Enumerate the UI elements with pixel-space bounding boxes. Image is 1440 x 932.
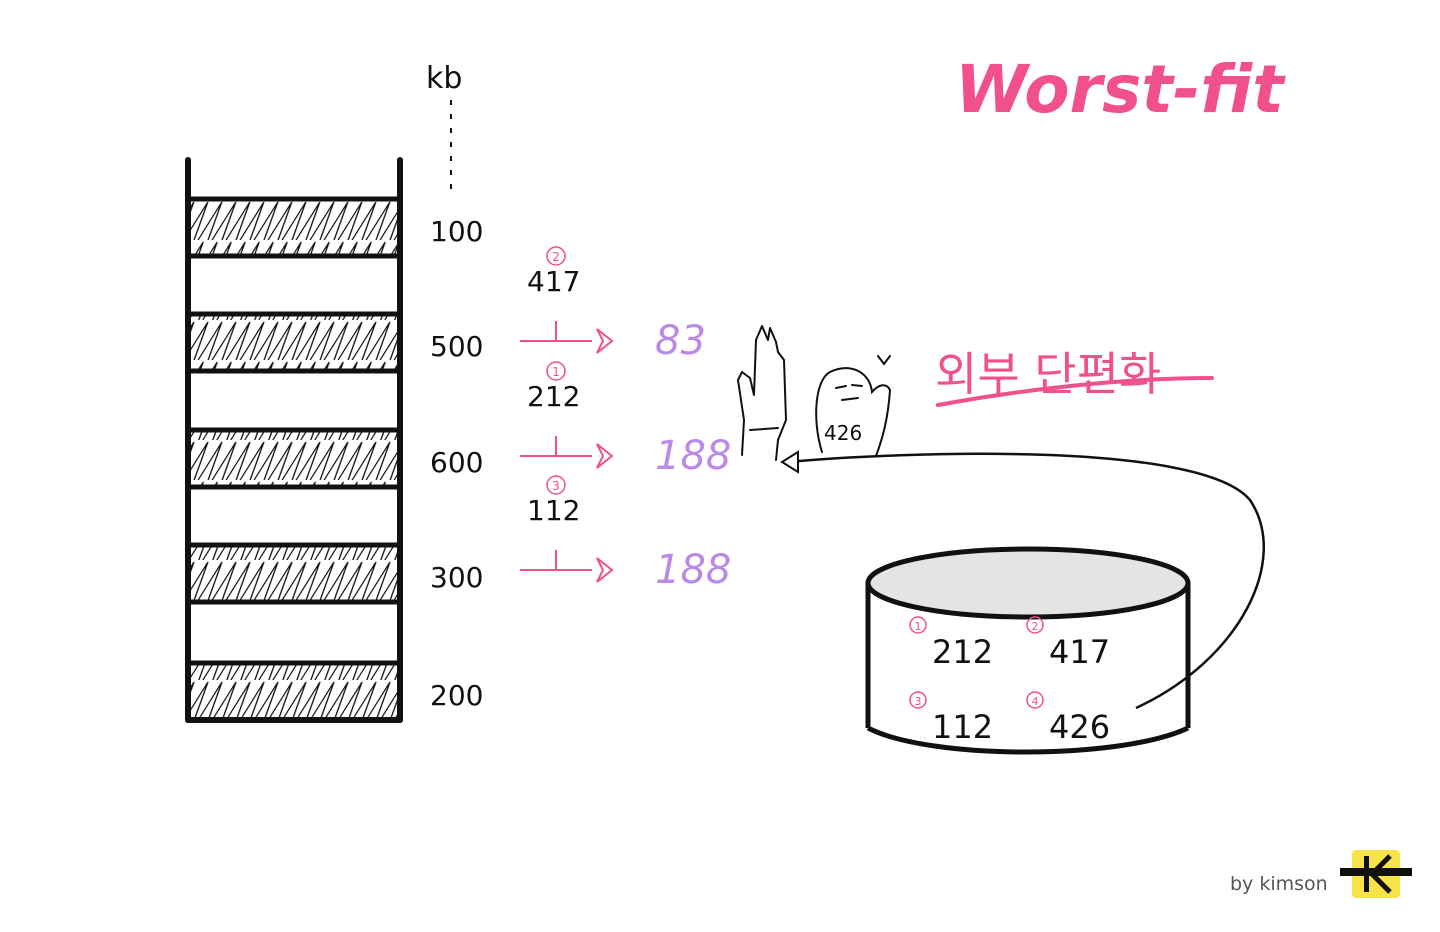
memory-blocks [188,196,400,723]
order-badge [1026,691,1044,709]
memory-block-sizes: 100 500 600 300 200 [430,215,483,712]
queue-process-size: 417 [1049,633,1110,671]
memory-block [188,660,400,723]
stop-hand-icon [737,325,787,461]
credit: by kimson [1230,873,1328,895]
memory-block-size: 200 [430,679,483,712]
queue-item: 4 426 [1026,691,1110,746]
queue-item: 2 417 [1026,616,1110,671]
process-queue-items: 1 212 2 417 3 112 4 426 [909,616,1110,746]
title: Worst-fit [955,51,1286,128]
order-badge [546,246,566,266]
process-size: 112 [527,494,580,527]
memory-block [188,542,400,605]
fragmentation-label: 외부 단편화 [935,347,1161,401]
queue-item: 3 112 [909,691,993,746]
kimson-logo [1340,850,1412,898]
queue-process-size: 212 [932,633,993,671]
process-queue-cylinder [865,546,1191,755]
queue-process-size: 112 [932,708,993,746]
process-size: 417 [527,265,580,298]
order-number: 2 [1032,620,1039,633]
memory-block-size: 100 [430,215,483,248]
order-badge [1026,616,1044,634]
memory-block-size: 600 [430,446,483,479]
order-number: 1 [915,620,922,633]
memory-block [188,427,400,490]
allocation-arrow [520,321,592,342]
process-size: 212 [527,380,580,413]
allocation-arrow [520,550,592,571]
memory-block-size: 300 [430,561,483,594]
memory-block [188,311,400,374]
order-number: 3 [915,695,922,708]
order-number: 1 [552,365,560,379]
memory-block-size: 500 [430,330,483,363]
memory-block [188,196,400,259]
rejected-arrow [787,452,1265,710]
order-number: 3 [552,479,560,493]
remaining-size: 83 [655,318,706,364]
queue-item: 1 212 [909,616,993,671]
rejected-arrow-head-icon [780,450,799,474]
remaining-size: 188 [655,433,731,479]
arrow-head-icon [596,443,614,469]
fragmentation-underline [936,376,1214,407]
order-number: 2 [552,250,560,264]
unit-label: kb [426,61,462,96]
allocation-arrow [520,436,592,457]
remaining-size: 188 [655,547,731,593]
blocked-process-character [815,355,892,457]
queue-process-size: 426 [1049,708,1110,746]
order-badge [909,691,927,709]
blocked-process-size: 426 [824,421,862,445]
arrow-head-icon [596,328,614,354]
order-badge [546,361,566,381]
order-badge [909,616,927,634]
arrow-head-icon [596,557,614,583]
order-number: 4 [1032,695,1039,708]
order-badge [546,475,566,495]
